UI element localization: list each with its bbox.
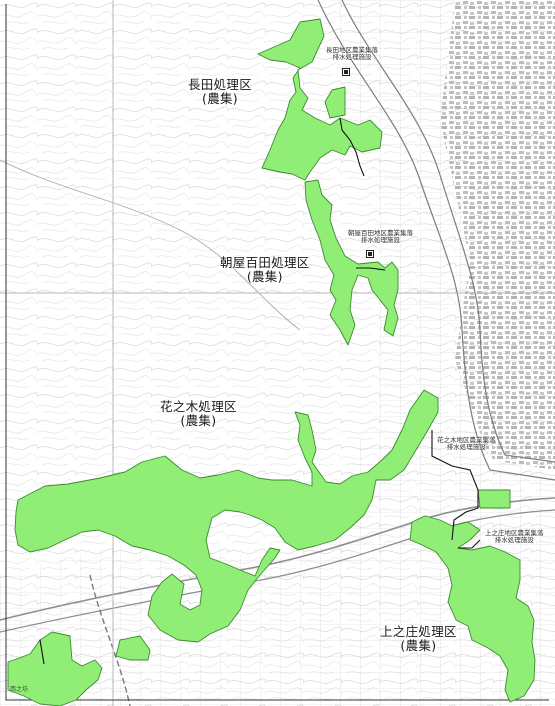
service-area-asaya — [304, 179, 399, 346]
pipe-sw — [39, 639, 45, 665]
service-area-nagata — [257, 18, 383, 181]
map-frame — [5, 4, 549, 701]
district-label-asaya: 朝屋百田処理区 (農集) — [220, 255, 310, 285]
pipe-asaya — [356, 267, 386, 271]
district-label-kaminosho: 上之庄処理区 (農集) — [380, 624, 457, 654]
town-area — [440, 0, 555, 470]
district-label-hananoki: 花之木処理区 (農集) — [160, 399, 237, 429]
service-area-sw-edge — [7, 631, 103, 706]
facility-label-hananoki: 花之木地区農業集落排水処理施設 — [437, 436, 496, 452]
road-west — [0, 159, 301, 331]
river-line-2 — [341, 0, 555, 463]
service-area-hananoki-sw — [115, 635, 151, 661]
railway — [89, 574, 131, 706]
facility-icon-asaya — [366, 250, 374, 258]
pipe-nagata — [339, 117, 365, 177]
pipe-kaminosho — [458, 539, 481, 549]
place-label-corner: 西之坊 — [10, 686, 29, 693]
facility-label-kaminosho: 上之庄地区農業集落排水処理施設 — [485, 529, 544, 545]
district-label-nagata: 長田処理区 (農集) — [188, 77, 253, 107]
service-area-kaminosho-ne — [477, 489, 511, 509]
field-grid — [300, 0, 555, 706]
service-area-kaminosho — [409, 515, 536, 703]
facility-icon-nagata — [342, 68, 350, 76]
pipe-hananoki — [431, 430, 479, 541]
facility-label-asaya: 朝屋百田地区農業集落排水処理施設 — [348, 229, 413, 245]
facility-label-nagata: 長田地区農業集落排水処理施設 — [326, 46, 378, 62]
service-area-nagata-north — [324, 86, 346, 119]
river-line-1 — [317, 0, 555, 481]
service-area-hananoki — [14, 389, 439, 643]
